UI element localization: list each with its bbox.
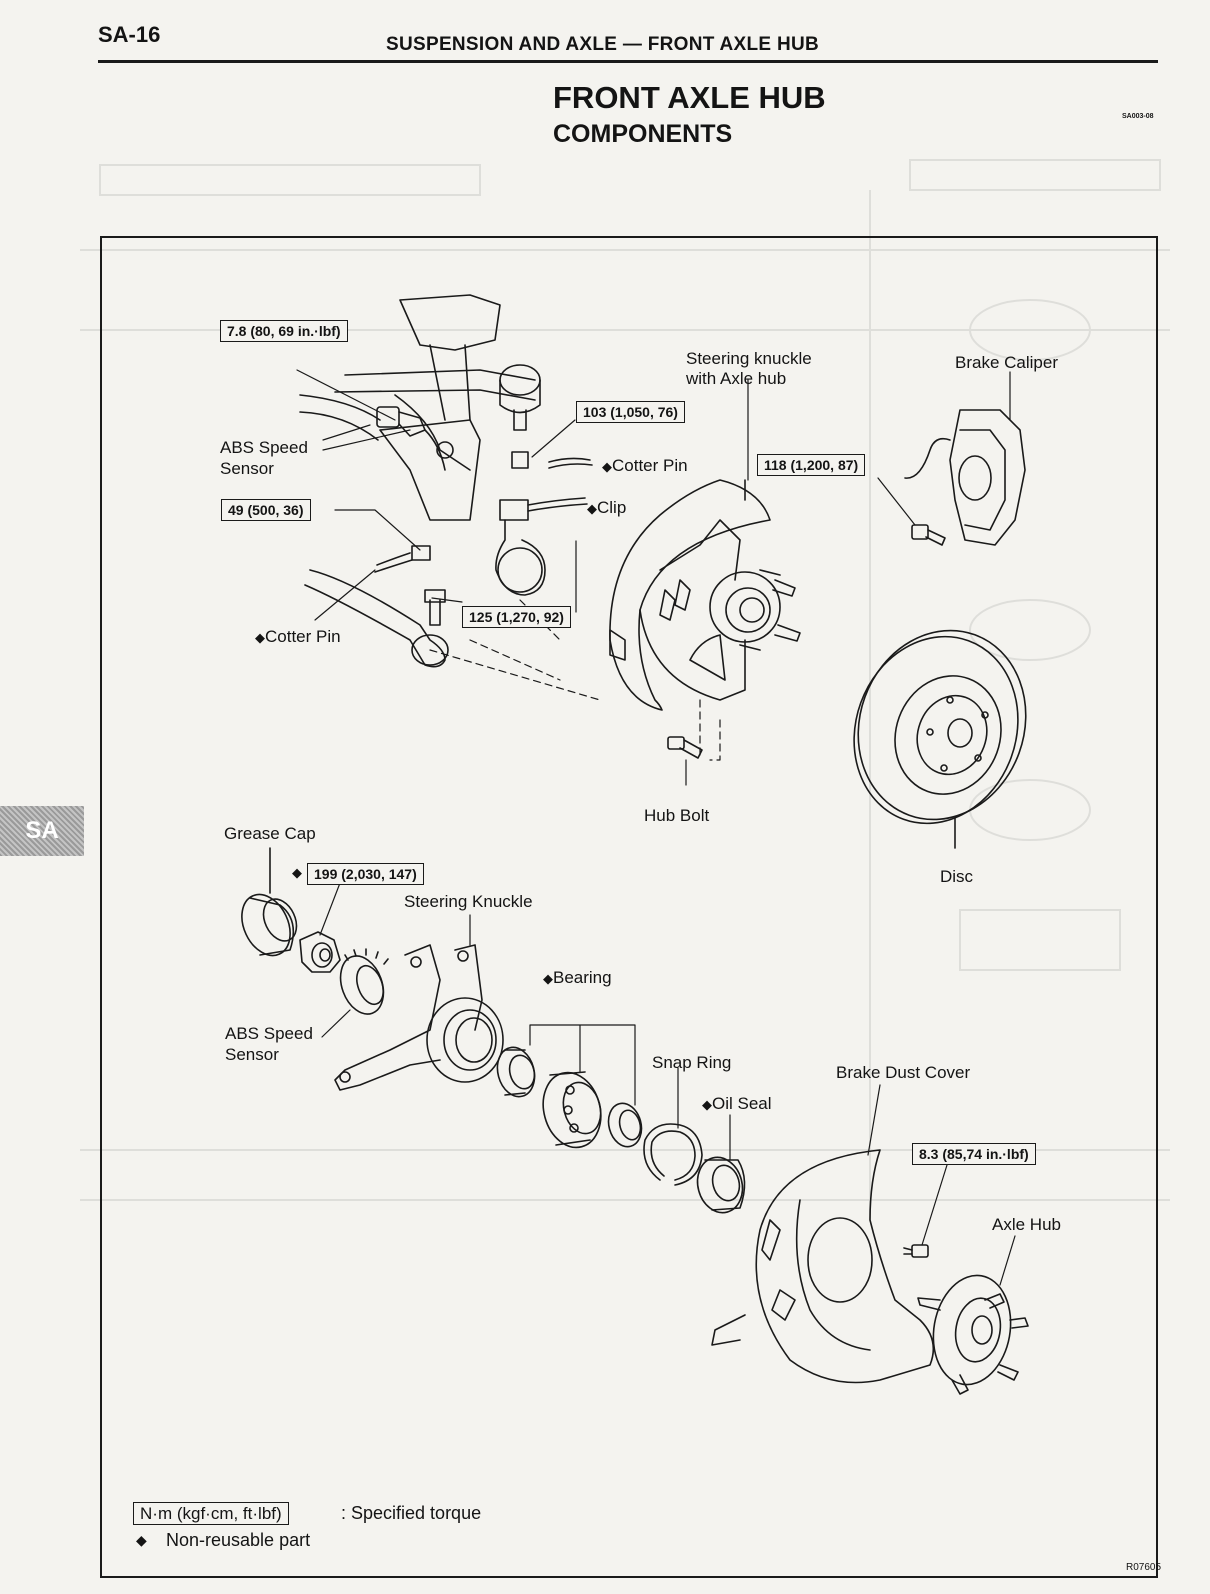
hub-bolt-drawing (667, 736, 703, 759)
torque-label-7-8: 7.8 (80, 69 in.·lbf) (220, 320, 348, 342)
ball-joint-upper-drawing (499, 364, 593, 469)
label-grease-cap: Grease Cap (224, 824, 316, 843)
tie-rod-end-drawing (304, 545, 449, 668)
label-abs-speed-sensor-upper-1: ABS Speed (220, 438, 308, 457)
label-steering-knuckle-with-axle-hub-2: with Axle hub (686, 369, 787, 388)
strut-lower-arm-drawing (299, 294, 536, 521)
non-reusable-icon: ◆ (602, 459, 612, 474)
label-oil-seal: ◆Oil Seal (702, 1094, 772, 1113)
bearing-drawing (496, 1024, 643, 1149)
label-brake-caliper: Brake Caliper (955, 353, 1058, 372)
legend-torque-description: : Specified torque (341, 1503, 482, 1523)
knuckle-hub-assembly-drawing (609, 479, 801, 711)
abs-sensor-rotor-drawing (321, 948, 389, 1038)
label-hub-bolt: Hub Bolt (644, 806, 710, 825)
torque-label-118: 118 (1,200, 87) (757, 454, 866, 476)
axle-hub-drawing (917, 1235, 1029, 1395)
leader-lines-caliper (877, 371, 1011, 526)
section-tab: SA (0, 806, 84, 856)
page-title: FRONT AXLE HUB (553, 80, 826, 115)
label-steering-knuckle: Steering Knuckle (404, 892, 533, 911)
figure-code: R07605 (1126, 1562, 1162, 1573)
steering-knuckle-drawing (334, 914, 504, 1091)
label-axle-hub: Axle Hub (992, 1215, 1061, 1234)
ball-joint-lower-drawing (495, 497, 588, 596)
non-reusable-icon: ◆ (543, 971, 553, 986)
leader-lines-upper (296, 369, 577, 621)
disc-drawing (853, 629, 1027, 849)
torque-label-49: 49 (500, 36) (221, 499, 311, 521)
nut-drawing (299, 869, 346, 973)
label-bearing: ◆Bearing (543, 968, 612, 987)
non-reusable-icon: ◆ (292, 865, 302, 880)
label-abs-speed-sensor-upper-2: Sensor (220, 459, 274, 478)
torque-label-199: 199 (2,030, 147) (307, 863, 424, 885)
torque-label-103: 103 (1,050, 76) (576, 401, 685, 423)
non-reusable-icon: ◆ (136, 1532, 147, 1548)
legend-torque-units: N·m (kgf·cm, ft·lbf) (133, 1502, 289, 1525)
label-abs-speed-sensor-lower-2: Sensor (225, 1045, 279, 1064)
label-clip: ◆Clip (587, 498, 627, 517)
grease-cap-drawing (241, 847, 298, 957)
torque-label-8-3: 8.3 (85,74 in.·lbf) (912, 1143, 1036, 1165)
abs-sensor-upper-drawing (376, 406, 446, 471)
brake-caliper-drawing (904, 409, 1026, 546)
figure-frame (100, 236, 1158, 1578)
label-cotter-pin-lower: ◆Cotter Pin (255, 627, 341, 646)
label-snap-ring: Snap Ring (652, 1053, 732, 1072)
label-brake-dust-cover: Brake Dust Cover (836, 1063, 971, 1082)
doc-code: SA003-08 (1122, 113, 1154, 120)
snap-ring-drawing (643, 1067, 703, 1186)
leader-lines-mid (685, 379, 749, 786)
non-reusable-icon: ◆ (255, 630, 265, 645)
brake-dust-cover-drawing (711, 1084, 935, 1384)
torque-label-125: 125 (1,270, 92) (462, 606, 571, 628)
header-rule (98, 60, 1158, 63)
page-subtitle: COMPONENTS (553, 120, 733, 148)
oil-seal-drawing (696, 1114, 746, 1214)
label-steering-knuckle-with-axle-hub-1: Steering knuckle (686, 349, 812, 368)
non-reusable-icon: ◆ (587, 501, 597, 516)
label-abs-speed-sensor-lower-1: ABS Speed (225, 1024, 313, 1043)
legend-non-reusable: Non-reusable part (166, 1530, 311, 1550)
label-disc: Disc (940, 867, 974, 886)
label-cotter-pin-upper: ◆Cotter Pin (602, 456, 688, 475)
page-number: SA-16 (98, 22, 161, 47)
dust-cover-bolt-drawing (903, 1164, 948, 1258)
non-reusable-icon: ◆ (702, 1097, 712, 1112)
running-header: SUSPENSION AND AXLE — FRONT AXLE HUB (386, 34, 820, 55)
